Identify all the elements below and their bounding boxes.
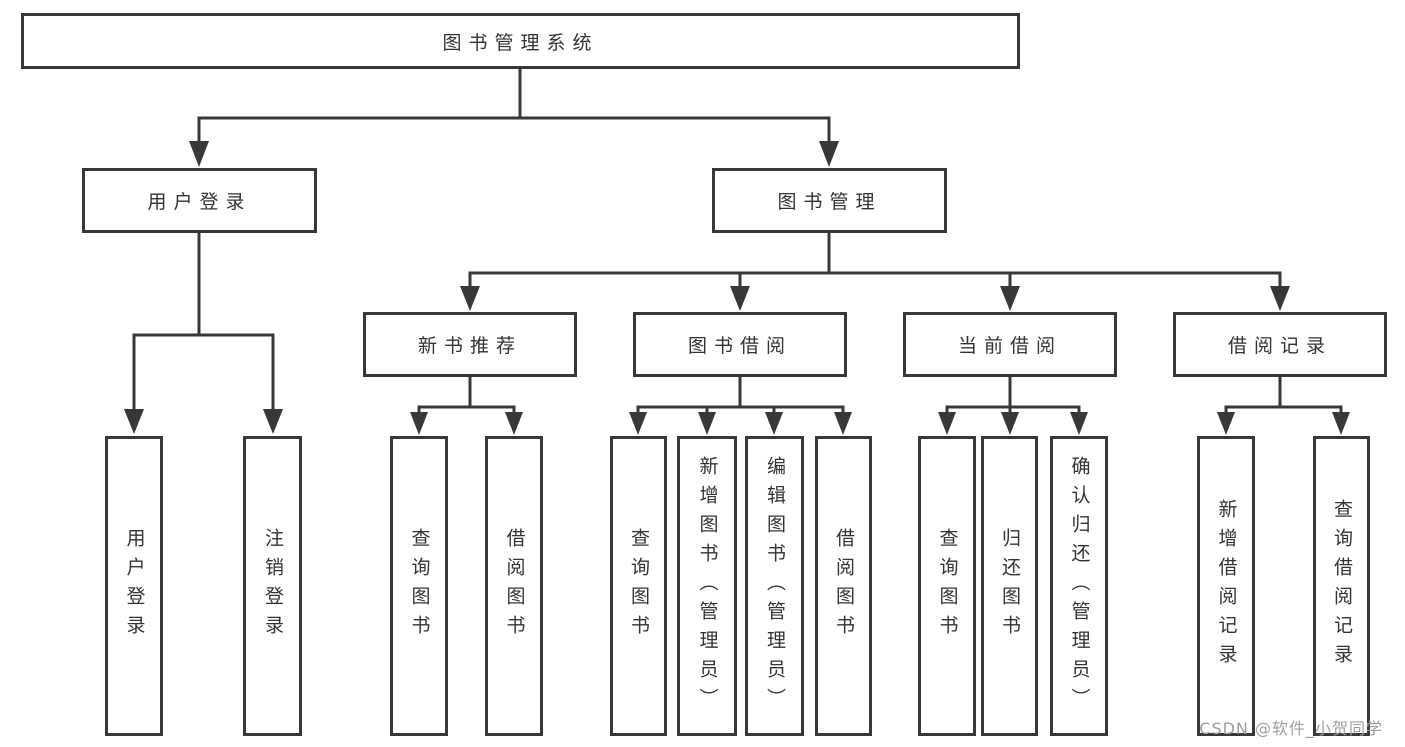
leaf-confirm-return-admin-label: 确认归还（管理员） xyxy=(1068,455,1091,717)
leaf-query-borrow-record-label: 查询借阅记录 xyxy=(1331,499,1353,673)
leaf-borrow-books: 借阅图书 xyxy=(815,436,872,736)
leaf-query-books-borrow-label: 查询图书 xyxy=(628,528,650,644)
leaf-user-login-label: 用户登录 xyxy=(123,528,146,644)
leaf-logout-label: 注销登录 xyxy=(262,528,284,644)
leaf-borrow-books-label: 借阅图书 xyxy=(833,528,855,644)
node-book-borrow: 图书借阅 xyxy=(633,312,847,377)
leaf-user-login: 用户登录 xyxy=(105,436,163,736)
node-user-login: 用户登录 xyxy=(82,168,317,233)
node-root-library-system: 图书管理系统 xyxy=(21,13,1020,69)
leaf-borrow-books-recommend: 借阅图书 xyxy=(485,436,543,736)
leaf-logout: 注销登录 xyxy=(243,436,302,736)
leaf-query-books-recommend: 查询图书 xyxy=(390,436,448,736)
leaf-edit-book-admin-label: 编辑图书（管理员） xyxy=(764,455,786,717)
node-new-book-recommend: 新书推荐 xyxy=(363,312,577,377)
leaf-edit-book-admin: 编辑图书（管理员） xyxy=(745,436,804,736)
leaf-query-books-current-label: 查询图书 xyxy=(936,528,959,644)
leaf-return-book: 归还图书 xyxy=(981,436,1038,736)
leaf-query-borrow-record: 查询借阅记录 xyxy=(1313,436,1370,736)
node-book-management: 图书管理 xyxy=(712,168,947,233)
leaf-borrow-books-recommend-label: 借阅图书 xyxy=(503,528,526,644)
leaf-add-book-admin: 新增图书（管理员） xyxy=(677,436,737,736)
leaf-query-books-borrow: 查询图书 xyxy=(610,436,667,736)
leaf-confirm-return-admin: 确认归还（管理员） xyxy=(1050,436,1108,736)
csdn-watermark: CSDN @软件_小贺同学 xyxy=(1199,719,1383,738)
leaf-add-borrow-record: 新增借阅记录 xyxy=(1197,436,1255,736)
node-current-borrow: 当前借阅 xyxy=(903,312,1117,377)
leaf-return-book-label: 归还图书 xyxy=(999,528,1021,644)
leaf-query-books-current: 查询图书 xyxy=(918,436,976,736)
node-borrow-records: 借阅记录 xyxy=(1173,312,1387,377)
leaf-add-borrow-record-label: 新增借阅记录 xyxy=(1215,499,1238,673)
leaf-query-books-recommend-label: 查询图书 xyxy=(408,528,431,644)
arrowheads xyxy=(124,141,1350,435)
leaf-add-book-admin-label: 新增图书（管理员） xyxy=(696,455,719,717)
